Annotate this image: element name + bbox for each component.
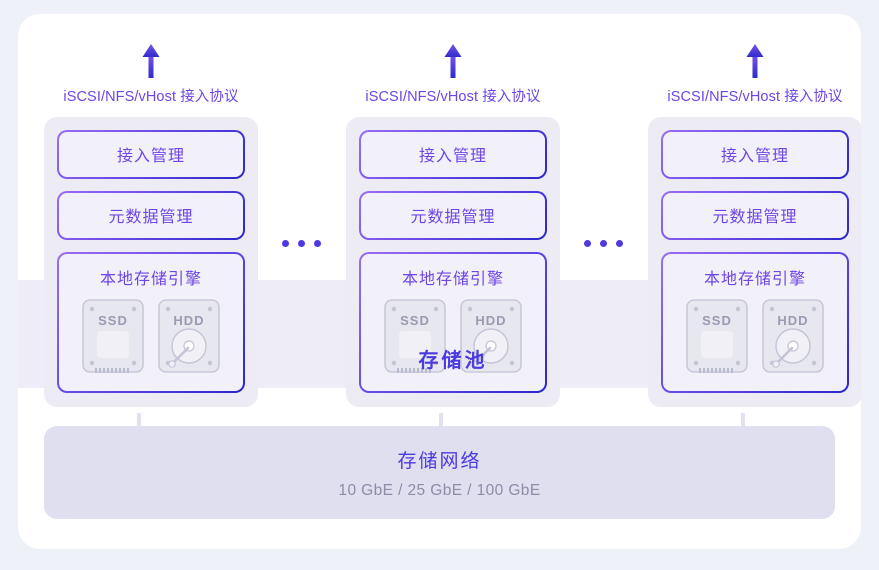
ingress-arrow-wrap-1 (44, 40, 258, 78)
local-storage-engine-label-2: 本地存储引擎 (401, 271, 504, 288)
diagram-canvas: iSCSI/NFS/vHost 接入协议 接入管理 元数据管理 本地存储引擎 S… (18, 14, 862, 549)
ellipsis-separator-2 (573, 240, 633, 247)
disk-group-3: SSD (673, 298, 837, 378)
metadata-management-label-3: 元数据管理 (663, 193, 847, 238)
hdd-icon: HDD (158, 299, 220, 373)
local-storage-engine-inner-2: 本地存储引擎 SSD (361, 254, 545, 391)
ssd-icon: SSD (686, 299, 748, 373)
ellipsis-dot (313, 240, 321, 247)
ellipsis-dot (599, 240, 607, 247)
local-storage-engine-box-1[interactable]: 本地存储引擎 SSD (57, 252, 245, 393)
storage-network-title: 存储网络 (397, 450, 482, 472)
ellipsis-dot (583, 240, 591, 247)
ingress-arrow-wrap-3 (648, 40, 862, 78)
access-management-box-2[interactable]: 接入管理 (359, 130, 547, 179)
ellipsis-dot (297, 240, 305, 247)
storage-node-1: iSCSI/NFS/vHost 接入协议 接入管理 元数据管理 本地存储引擎 S… (44, 40, 258, 407)
storage-pool-label: 存储池 (418, 350, 488, 372)
access-management-label-3: 接入管理 (663, 132, 847, 177)
disk-group-1: SSD (69, 298, 233, 378)
access-management-box-3[interactable]: 接入管理 (661, 130, 849, 179)
arrow-up-icon (746, 44, 764, 78)
local-storage-engine-label-3: 本地存储引擎 (703, 271, 806, 288)
svg-text:HDD: HDD (475, 313, 506, 328)
ssd-icon: SSD (384, 299, 446, 373)
svg-text:SSD: SSD (400, 313, 430, 328)
disk-group-2: SSD (371, 298, 535, 378)
ingress-arrow-wrap-2 (346, 40, 560, 78)
metadata-management-box-1[interactable]: 元数据管理 (57, 191, 245, 240)
node-card-3: 接入管理 元数据管理 本地存储引擎 SSD (648, 117, 862, 407)
svg-text:SSD: SSD (702, 313, 732, 328)
node-card-2: 接入管理 元数据管理 本地存储引擎 SSD (346, 117, 560, 407)
access-management-label-1: 接入管理 (59, 132, 243, 177)
hdd-icon: HDD (762, 299, 824, 373)
ssd-icon: SSD (82, 299, 144, 373)
arrow-up-icon (444, 44, 462, 78)
storage-node-2: iSCSI/NFS/vHost 接入协议 接入管理 元数据管理 本地存储引擎 S… (346, 40, 560, 407)
hdd-icon: HDD (460, 299, 522, 373)
metadata-management-label-2: 元数据管理 (361, 193, 545, 238)
svg-text:HDD: HDD (173, 313, 204, 328)
access-management-box-1[interactable]: 接入管理 (57, 130, 245, 179)
storage-network-bar: 存储网络 10 GbE / 25 GbE / 100 GbE (44, 426, 835, 519)
local-storage-engine-label-1: 本地存储引擎 (99, 271, 202, 288)
local-storage-engine-box-3[interactable]: 本地存储引擎 SSD (661, 252, 849, 393)
protocol-label-3: iSCSI/NFS/vHost 接入协议 (667, 89, 843, 105)
metadata-management-box-3[interactable]: 元数据管理 (661, 191, 849, 240)
ellipsis-dot (281, 240, 289, 247)
access-management-label-2: 接入管理 (361, 132, 545, 177)
local-storage-engine-inner-1: 本地存储引擎 SSD (59, 254, 243, 391)
local-storage-engine-box-2[interactable]: 本地存储引擎 SSD (359, 252, 547, 393)
storage-network-subtitle: 10 GbE / 25 GbE / 100 GbE (338, 481, 541, 499)
ellipsis-separator-1 (271, 240, 331, 247)
local-storage-engine-inner-3: 本地存储引擎 SSD (663, 254, 847, 391)
node-card-1: 接入管理 元数据管理 本地存储引擎 SSD (44, 117, 258, 407)
svg-text:HDD: HDD (777, 313, 808, 328)
protocol-label-1: iSCSI/NFS/vHost 接入协议 (63, 89, 239, 105)
storage-node-3: iSCSI/NFS/vHost 接入协议 接入管理 元数据管理 本地存储引擎 S… (648, 40, 862, 407)
metadata-management-box-2[interactable]: 元数据管理 (359, 191, 547, 240)
metadata-management-label-1: 元数据管理 (59, 193, 243, 238)
ellipsis-dot (615, 240, 623, 247)
protocol-label-2: iSCSI/NFS/vHost 接入协议 (365, 89, 541, 105)
arrow-up-icon (142, 44, 160, 78)
svg-text:SSD: SSD (98, 313, 128, 328)
